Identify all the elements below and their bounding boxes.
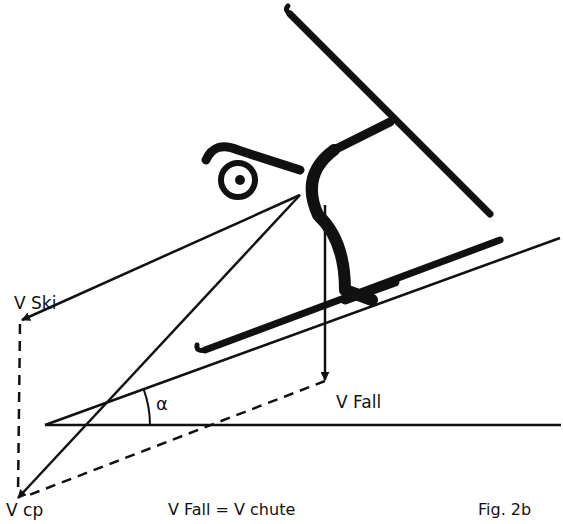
horizontal-line	[45, 424, 561, 427]
ski-tip	[197, 345, 205, 350]
slope-line	[45, 238, 560, 425]
caption-note: V Fall = V chute	[168, 500, 295, 519]
figure-number: Fig. 2b	[478, 500, 531, 519]
vector-arrow	[18, 195, 300, 498]
vector-arrow	[324, 205, 327, 380]
vector-label: V Fall	[336, 392, 381, 412]
skier-boot	[345, 282, 395, 300]
vector-label: V Ski	[14, 293, 56, 313]
skier-body	[312, 150, 372, 300]
skier-arm	[206, 147, 300, 170]
skier-eye	[235, 175, 245, 185]
vector-arrow	[22, 195, 300, 320]
raised-ski	[290, 14, 490, 214]
ski-tip	[286, 6, 290, 14]
angle-arc	[144, 389, 150, 425]
angle-label: α	[156, 393, 168, 415]
lower-ski	[205, 240, 500, 350]
skier-head	[221, 163, 255, 197]
dashed-construction-line	[24, 381, 325, 497]
dashed-construction-line	[18, 324, 20, 494]
skier-leg	[334, 122, 390, 150]
vector-label: V cp	[6, 500, 43, 520]
